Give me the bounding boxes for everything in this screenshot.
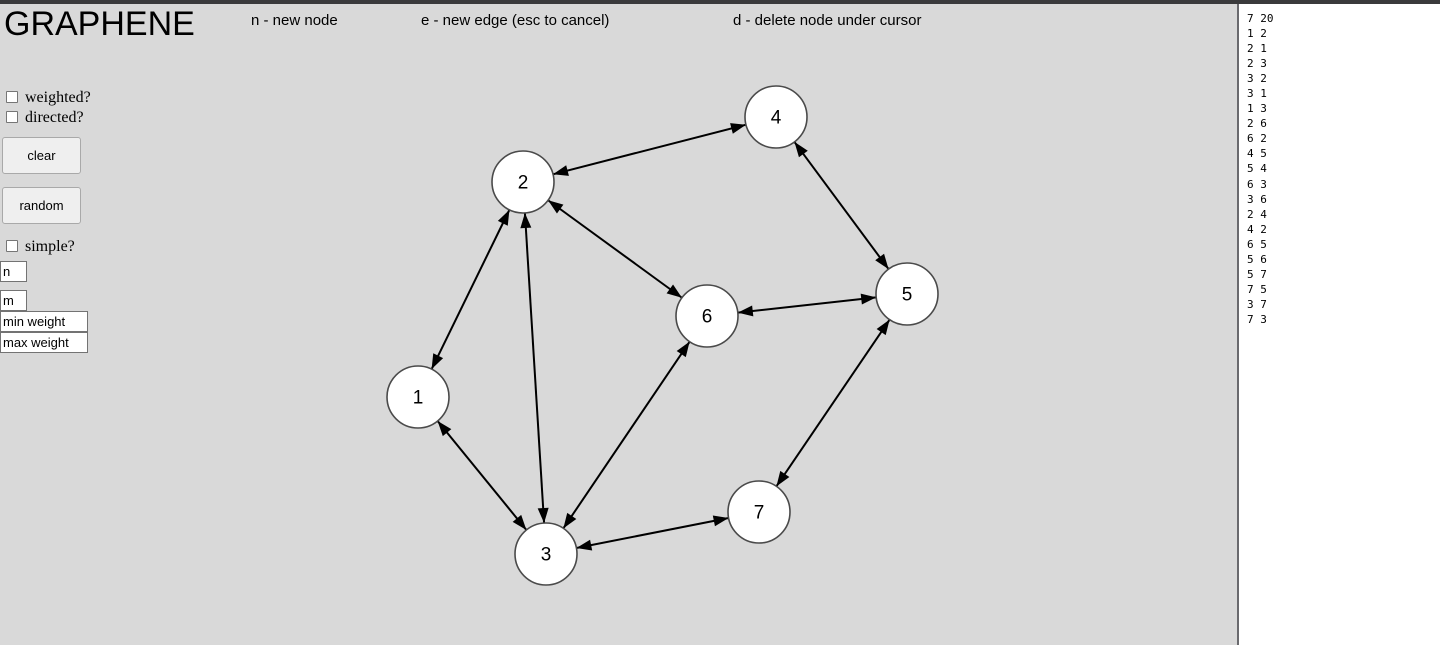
simple-label: simple?: [25, 238, 75, 255]
edge-layer: [430, 123, 891, 551]
edge-arrowhead: [576, 539, 593, 551]
min-weight-input[interactable]: [0, 311, 88, 332]
edge-line: [523, 212, 546, 524]
node-label: 6: [702, 307, 713, 328]
node-circle: [386, 365, 450, 429]
max-weight-input[interactable]: [0, 332, 88, 353]
graph-edge[interactable]: [576, 515, 729, 551]
graph-node-6[interactable]: 6: [675, 284, 739, 348]
edge-count-input[interactable]: [0, 290, 27, 311]
node-label: 7: [754, 503, 765, 524]
edge-arrowhead: [776, 470, 790, 487]
hint-new-edge: e - new edge (esc to cancel): [421, 12, 610, 29]
graph-edge[interactable]: [436, 420, 528, 531]
directed-label: directed?: [25, 109, 84, 126]
graph-edge[interactable]: [775, 319, 891, 487]
node-label: 3: [541, 545, 552, 566]
hint-delete-node: d - delete node under cursor: [733, 12, 922, 29]
edge-line: [547, 199, 683, 299]
node-circle: [491, 150, 555, 214]
graph-edge[interactable]: [430, 209, 511, 370]
hint-new-node: n - new node: [251, 12, 338, 29]
edge-arrowhead: [666, 284, 682, 298]
edge-arrowhead: [730, 123, 746, 134]
edge-arrowhead: [537, 507, 549, 524]
node-circle: [514, 522, 578, 586]
edge-list-panel[interactable]: 7 20 1 2 2 1 2 3 3 2 3 1 1 3 2 6 6 2 4 5…: [1241, 4, 1440, 650]
edge-arrowhead: [794, 141, 808, 158]
node-circle: [744, 85, 808, 149]
edge-list-text: 7 20 1 2 2 1 2 3 3 2 3 1 1 3 2 6 6 2 4 5…: [1247, 12, 1274, 326]
edge-line: [793, 141, 890, 270]
edge-line: [576, 517, 729, 549]
node-label: 1: [413, 388, 424, 409]
edge-arrowhead: [737, 305, 754, 317]
graph-node-5[interactable]: 5: [875, 262, 939, 326]
graph-node-4[interactable]: 4: [744, 85, 808, 149]
node-label: 4: [771, 108, 782, 129]
edge-line: [737, 296, 877, 314]
graph-node-7[interactable]: 7: [727, 480, 791, 544]
random-button[interactable]: random: [2, 187, 81, 224]
edge-arrowhead: [520, 212, 532, 229]
edge-arrowhead: [676, 341, 690, 358]
edge-arrowhead: [437, 421, 452, 437]
node-label: 5: [902, 285, 913, 306]
clear-button[interactable]: clear: [2, 137, 81, 174]
window-topbar: [0, 0, 1440, 4]
weighted-label: weighted?: [25, 89, 91, 106]
graph-edge[interactable]: [562, 341, 691, 529]
weighted-checkbox-row[interactable]: weighted?: [0, 88, 200, 108]
graph-edge[interactable]: [547, 199, 683, 299]
edge-arrowhead: [563, 512, 577, 529]
node-label: 2: [518, 173, 529, 194]
graph-edge[interactable]: [552, 123, 747, 176]
weighted-checkbox[interactable]: [6, 91, 18, 103]
edge-arrowhead: [548, 200, 564, 214]
graph-node-1[interactable]: 1: [386, 365, 450, 429]
directed-checkbox-row[interactable]: directed?: [0, 108, 200, 128]
page-title: GRAPHENE: [4, 5, 195, 43]
edge-line: [436, 420, 528, 531]
graph-edge[interactable]: [793, 141, 890, 270]
simple-checkbox[interactable]: [6, 240, 18, 252]
graph-node-2[interactable]: 2: [491, 150, 555, 214]
graph-canvas[interactable]: GRAPHENE n - new node e - new edge (esc …: [0, 4, 1239, 645]
graph-drawing[interactable]: 1 2 3 4 5 6 7: [0, 4, 1237, 645]
graph-node-3[interactable]: 3: [514, 522, 578, 586]
edge-arrowhead: [875, 253, 889, 270]
node-circle: [875, 262, 939, 326]
edge-arrowhead: [860, 293, 877, 305]
simple-checkbox-row[interactable]: simple?: [0, 237, 200, 257]
edge-arrowhead: [712, 515, 729, 527]
edge-line: [775, 319, 891, 487]
edge-arrowhead: [512, 514, 527, 530]
edge-line: [562, 341, 691, 529]
graph-edge[interactable]: [520, 212, 549, 524]
graph-edge[interactable]: [737, 293, 877, 317]
node-circle: [675, 284, 739, 348]
edge-arrowhead: [553, 165, 569, 176]
edge-line: [552, 123, 747, 176]
node-circle: [727, 480, 791, 544]
edge-line: [430, 209, 511, 370]
node-count-input[interactable]: [0, 261, 27, 282]
controls-panel: weighted? directed? clear random simple?: [0, 88, 200, 353]
node-layer: 1 2 3 4 5 6 7: [386, 85, 939, 586]
edge-arrowhead: [876, 319, 890, 336]
directed-checkbox[interactable]: [6, 111, 18, 123]
edge-arrowhead: [497, 209, 510, 226]
edge-arrowhead: [431, 353, 444, 370]
